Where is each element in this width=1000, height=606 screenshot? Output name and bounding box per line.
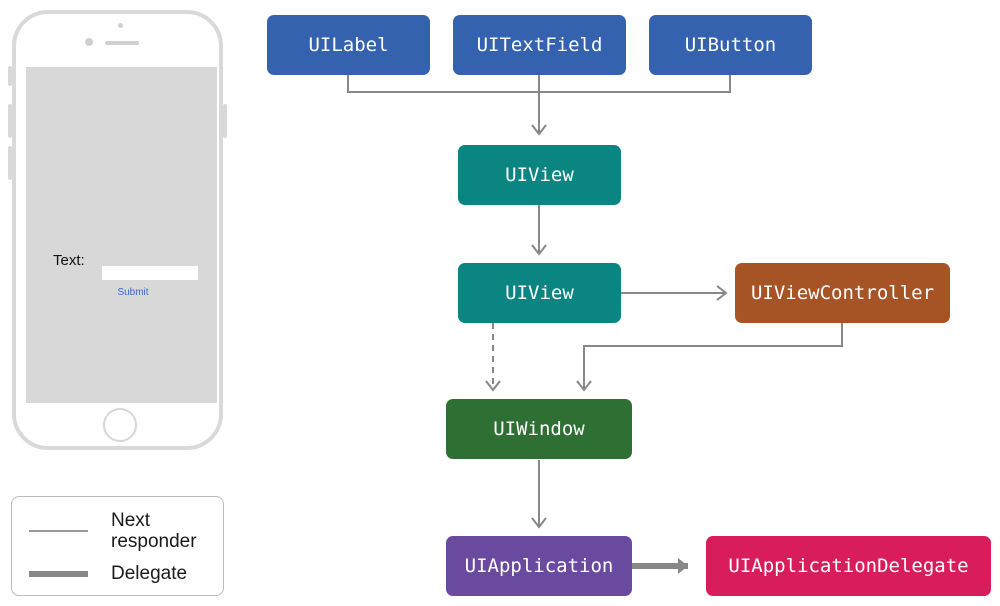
node-uiview-outer: UIView	[458, 263, 621, 323]
node-uiapplication: UIApplication	[446, 536, 632, 596]
phone-mockup: Text: Submit	[12, 10, 223, 450]
legend-delegate-label: Delegate	[111, 563, 188, 584]
node-uibutton-text: UIButton	[684, 34, 777, 56]
submit-button[interactable]: Submit	[96, 287, 170, 298]
phone-sensor	[118, 23, 123, 28]
node-uitextfield-text: UITextField	[476, 34, 603, 56]
phone-side-button-top	[8, 66, 12, 86]
node-uiapplicationdelegate: UIApplicationDelegate	[706, 536, 991, 596]
text-field-input[interactable]	[102, 266, 198, 280]
node-uiviewcontroller: UIViewController	[735, 263, 950, 323]
phone-home-button	[103, 408, 137, 442]
node-uiapplication-text: UIApplication	[464, 555, 614, 577]
node-uilabel: UILabel	[267, 15, 430, 75]
node-uiview-inner: UIView	[458, 145, 621, 205]
legend-next-responder-label: Next responder	[111, 510, 197, 552]
node-uiviewcontroller-text: UIViewController	[750, 282, 935, 304]
text-field-label: Text:	[53, 252, 85, 269]
node-uitextfield: UITextField	[453, 15, 626, 75]
phone-screen	[26, 67, 217, 403]
legend: Next responder Delegate	[11, 496, 224, 596]
node-uibutton: UIButton	[649, 15, 812, 75]
phone-camera	[85, 38, 93, 46]
connector-uiviewcontroller-to-uiwindow	[576, 323, 843, 392]
node-uiview-inner-text: UIView	[505, 164, 574, 186]
phone-volume-up-button	[8, 104, 12, 138]
legend-swatches	[29, 530, 88, 577]
node-uiwindow-text: UIWindow	[493, 418, 585, 440]
phone-volume-down-button	[8, 146, 12, 180]
node-uiview-outer-text: UIView	[505, 282, 574, 304]
phone-power-button	[223, 104, 227, 138]
node-uilabel-text: UILabel	[308, 34, 389, 56]
node-uiapplicationdelegate-text: UIApplicationDelegate	[728, 555, 969, 577]
phone-speaker	[105, 41, 139, 45]
node-uiwindow: UIWindow	[446, 399, 632, 459]
